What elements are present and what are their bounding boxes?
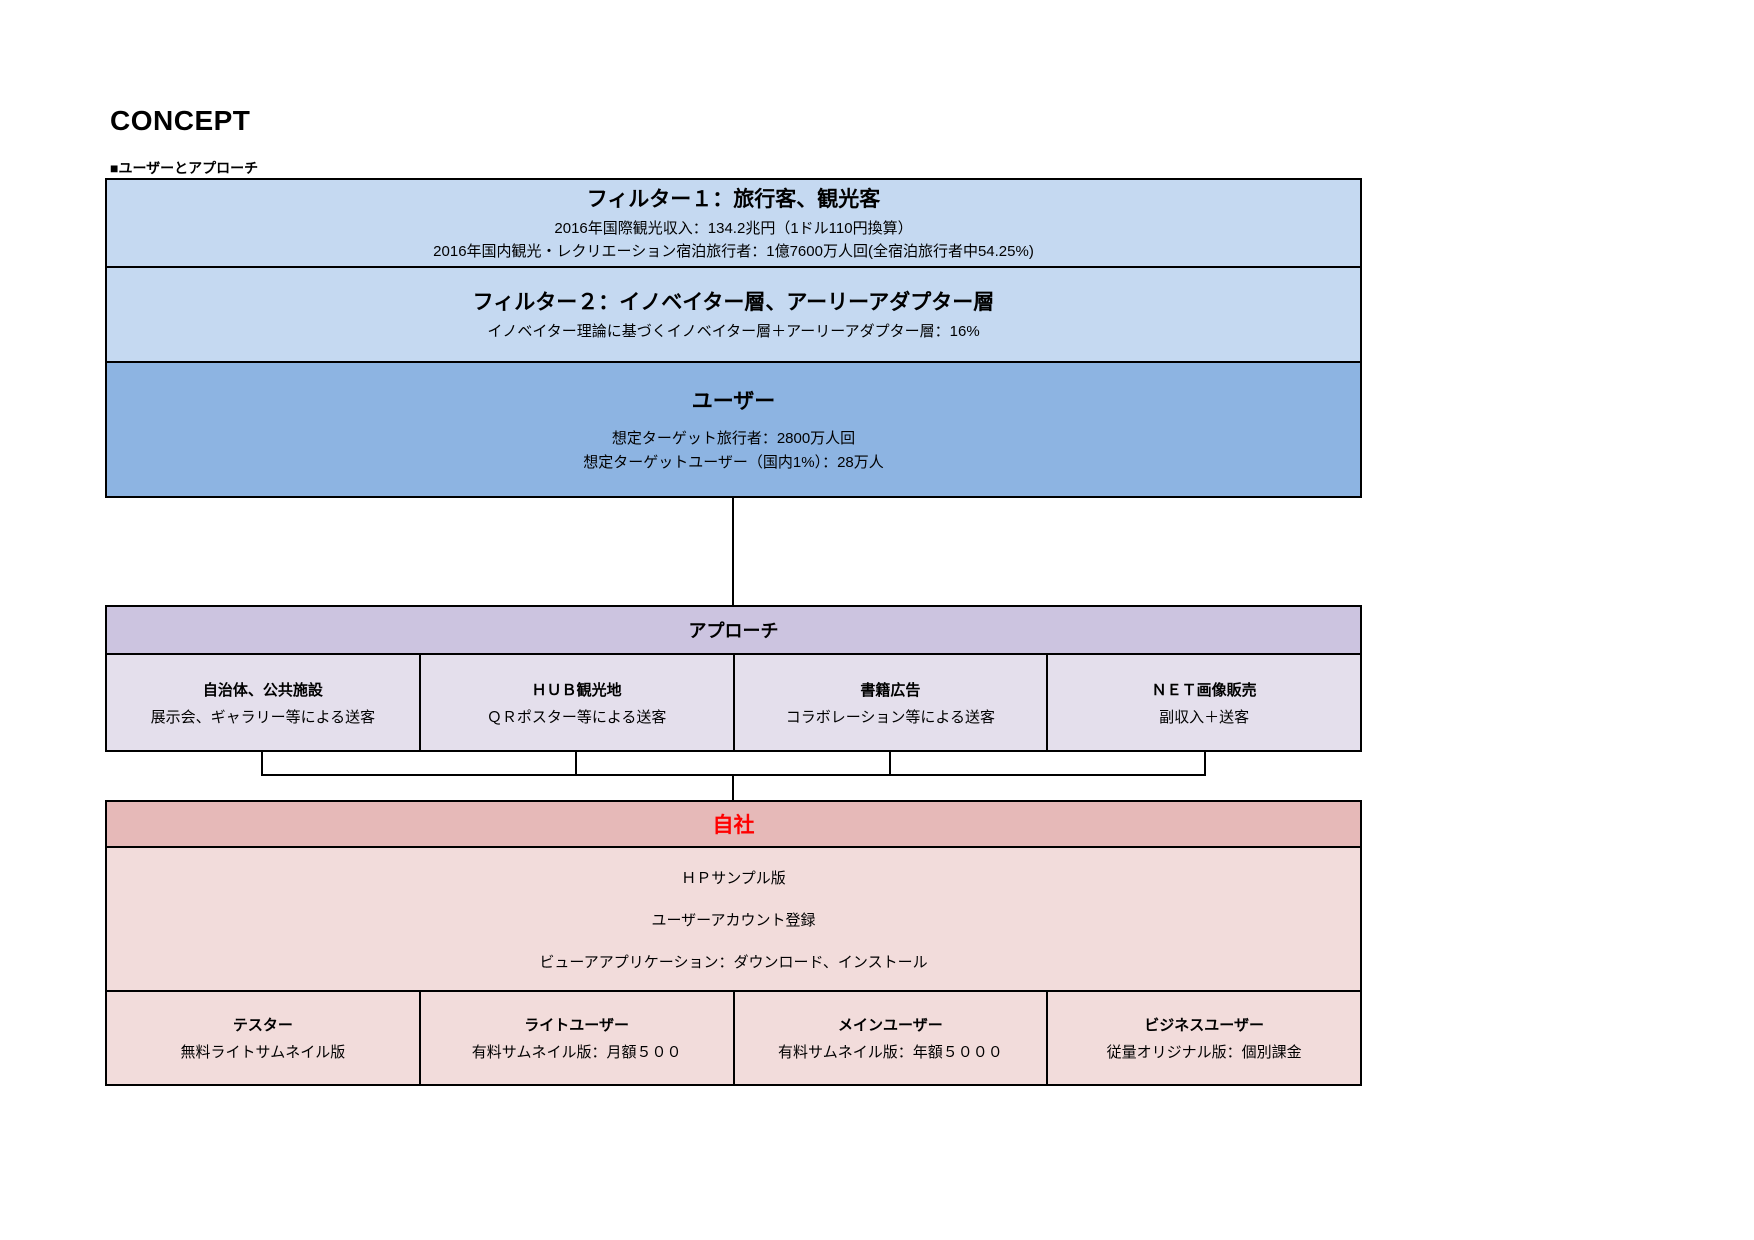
page-title: CONCEPT [110,105,251,136]
plan-subtitle: 有料サムネイル版：月額５００ [471,1044,682,1061]
plan-title: テスター [232,1017,293,1034]
user-title: ユーザー [691,390,776,414]
connector-user-approach [732,498,734,605]
plan-title: ビジネスユーザー [1144,1017,1264,1034]
plan-subtitle: 無料ライトサムネイル版 [180,1044,346,1061]
company-step-account: ユーザーアカウント登録 [651,911,816,929]
filter1-line-2: 2016年国内観光・レクリエーション宿泊旅行者：1億7600万人回(全宿泊旅行者… [433,243,1034,260]
connector-bus-company [732,774,734,802]
filter2-line-1: イノベイター理論に基づくイノベイター層＋アーリーアダプター層：16% [487,322,980,340]
plan-subtitle: 従量オリジナル版：個別課金 [1106,1044,1302,1061]
channel-title: ＮＥＴ画像販売 [1151,681,1257,699]
user-line-2: 想定ターゲットユーザー（国内1%）：28万人 [583,453,884,471]
plan-title: ライトユーザー [524,1017,629,1034]
company-title: 自社 [712,814,755,837]
company-steps: ＨＰサンプル版 ユーザーアカウント登録 ビューアアプリケーション：ダウンロード、… [105,846,1362,992]
approach-channel-hub: ＨＵＢ観光地 ＱＲポスター等による送客 [421,655,735,750]
approach-channel-books: 書籍広告 コラボレーション等による送客 [735,655,1049,750]
channel-title: ＨＵＢ観光地 [531,681,622,699]
channel-subtitle: コラボレーション等による送客 [785,708,995,726]
connector-stub-3 [889,752,891,776]
plan-title: メインユーザー [838,1017,943,1034]
channel-title: 自治体、公共施設 [202,681,323,699]
approach-header: アプローチ [105,605,1362,655]
plan-subtitle: 有料サムネイル版：年額５０００ [778,1044,1003,1061]
filter2-title: フィルター２：イノベイター層、アーリーアダプター層 [472,290,995,314]
approach-channels-row: 自治体、公共施設 展示会、ギャラリー等による送客 ＨＵＢ観光地 ＱＲポスター等に… [105,653,1362,752]
approach-title: アプローチ [688,621,779,641]
channel-subtitle: ＱＲポスター等による送客 [486,708,667,726]
approach-channel-net: ＮＥＴ画像販売 副収入＋送客 [1048,655,1360,750]
company-step-hp-sample: ＨＰサンプル版 [681,869,786,887]
connector-stub-1 [261,752,263,776]
approach-channel-municipality: 自治体、公共施設 展示会、ギャラリー等による送客 [107,655,421,750]
channel-subtitle: 副収入＋送客 [1159,708,1250,726]
company-header: 自社 [105,800,1362,848]
user-line-1: 想定ターゲット旅行者：2800万人回 [611,430,856,448]
section-label: ■ユーザーとアプローチ [110,160,259,176]
connector-stub-4 [1204,752,1206,776]
filter1-title: フィルター１：旅行客、観光客 [586,187,881,211]
channel-subtitle: 展示会、ギャラリー等による送客 [150,708,376,726]
company-step-viewer-app: ビューアアプリケーション：ダウンロード、インストール [539,953,928,971]
channel-title: 書籍広告 [860,681,921,699]
user-box: ユーザー 想定ターゲット旅行者：2800万人回 想定ターゲットユーザー（国内1%… [105,361,1362,498]
plan-main-user: メインユーザー 有料サムネイル版：年額５０００ [735,992,1049,1084]
connector-stub-2 [575,752,577,776]
filter1-line-1: 2016年国際観光収入：134.2兆円（1ドル110円換算） [554,219,913,237]
plan-business-user: ビジネスユーザー 従量オリジナル版：個別課金 [1048,992,1360,1084]
filter1-box: フィルター１：旅行客、観光客 2016年国際観光収入：134.2兆円（1ドル11… [105,178,1362,268]
plan-tester: テスター 無料ライトサムネイル版 [107,992,421,1084]
company-plans-row: テスター 無料ライトサムネイル版 ライトユーザー 有料サムネイル版：月額５００ … [105,990,1362,1086]
plan-light-user: ライトユーザー 有料サムネイル版：月額５００ [421,992,735,1084]
filter2-box: フィルター２：イノベイター層、アーリーアダプター層 イノベイター理論に基づくイノ… [105,266,1362,363]
